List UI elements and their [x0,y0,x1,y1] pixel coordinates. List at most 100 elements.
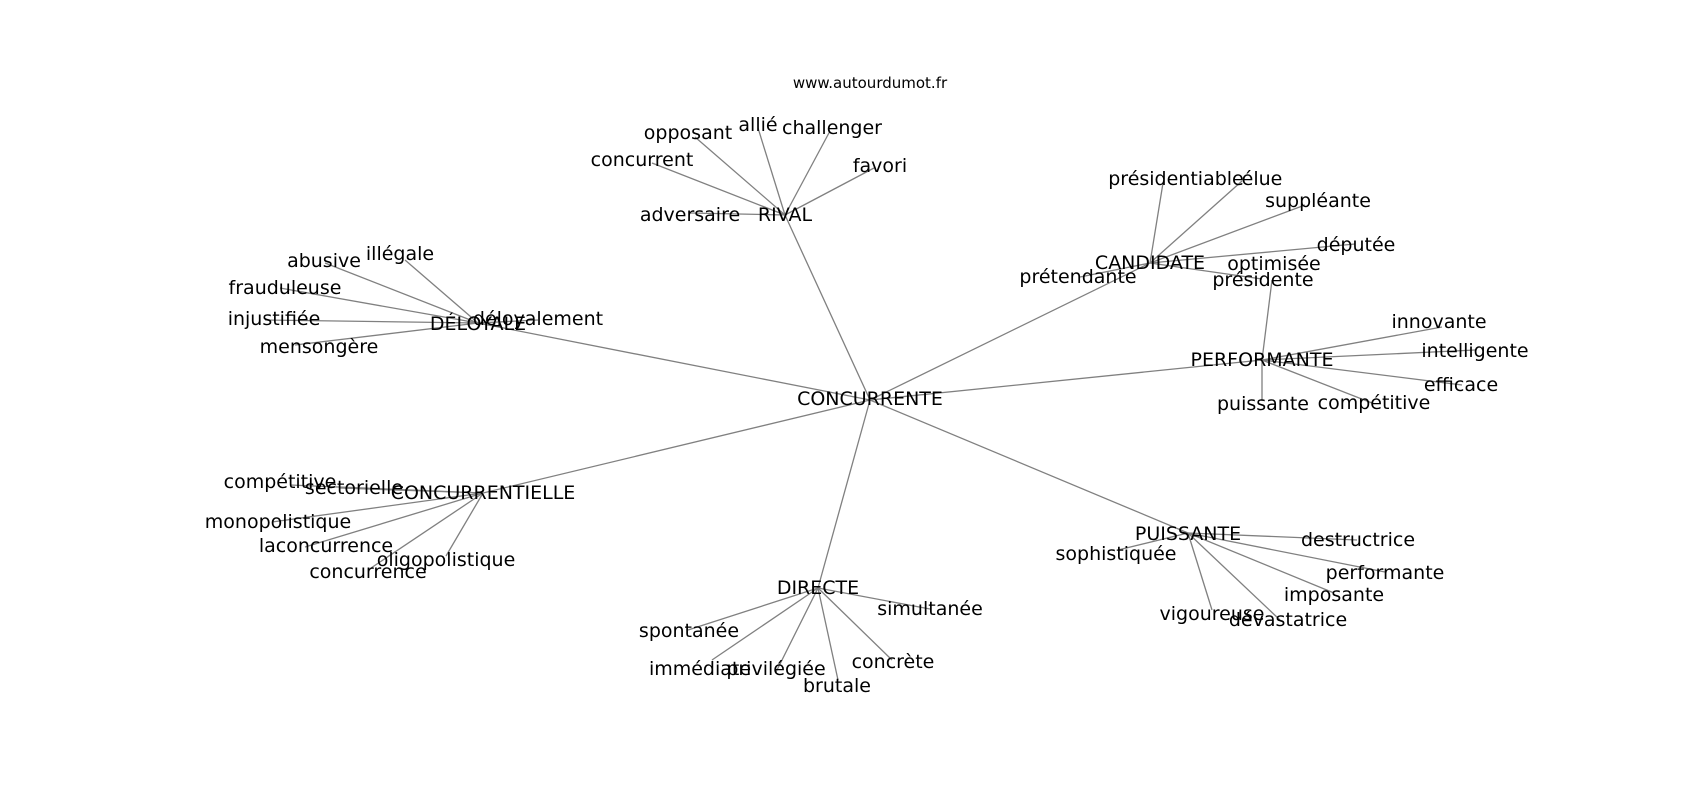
edge-hub-to-word [1187,532,1213,611]
edge-center-to-hub [477,322,871,401]
edge-hub-to-word [294,322,479,346]
hub-word: CONCURRENTIELLE [391,482,576,504]
edge-hub-to-word [711,587,819,661]
edge-hub-to-word [477,319,539,324]
edge-hub-to-word [689,212,786,216]
edge-center-to-hub [784,214,871,401]
edge-hub-to-word [1187,532,1358,541]
edge-hub-to-word [1261,359,1373,404]
hub-word: RIVAL [758,204,813,226]
edge-center-to-hub [869,399,1189,534]
hub-word: PERFORMANTE [1191,349,1334,371]
edge-hub-to-word [1187,532,1386,573]
edge-hub-to-word [694,136,786,216]
source-label: www.autourdumot.fr [793,74,948,92]
leaf-word: imposante [1284,584,1384,606]
edge-center-to-hub [869,359,1263,401]
edge-hub-to-word [651,162,786,216]
hub-word: CANDIDATE [1095,252,1205,274]
hub-word: PUISSANTE [1135,523,1241,545]
leaf-word: performante [1326,562,1445,584]
edge-hub-to-word [1117,532,1189,551]
leaf-word: monopolistique [205,511,351,533]
edge-hub-to-word [1261,279,1273,361]
leaf-word: députée [1317,234,1396,256]
edge-hub-to-word [1149,182,1164,264]
edge-hub-to-word [757,127,786,216]
edge-hub-to-word [271,492,484,523]
leaf-word: compétitive [1318,392,1431,414]
leaf-word: concurrence [309,561,426,583]
edge-hub-to-word [1261,359,1463,386]
edge-hub-to-word [264,319,479,324]
leaf-word: puissante [1217,393,1309,415]
edge-hub-to-word [367,492,484,571]
edge-hub-to-word [817,587,893,661]
leaf-word: sectorielle [305,477,403,499]
leaf-word: abusive [287,250,361,272]
edge-hub-to-word [784,167,875,216]
leaf-word: privilégiée [726,658,825,680]
leaf-word: présidentiable [1108,168,1244,190]
edge-hub-to-word [687,587,819,631]
edge-hub-to-word [1149,204,1306,264]
leaf-word: brutale [803,675,871,697]
graph-edges [264,127,1476,681]
edge-hub-to-word [784,130,831,216]
leaf-word: opposant [644,122,732,144]
leaf-word: optimisée [1227,253,1320,275]
leaf-word: déloyalement [473,308,603,330]
edge-hub-to-word [1079,262,1151,278]
edge-hub-to-word [279,287,479,324]
leaf-word: immédiate [649,658,751,680]
edge-hub-to-word [1187,532,1281,621]
leaf-word: oligopolistique [377,549,516,571]
leaf-word: frauduleuse [229,277,342,299]
edge-hub-to-word [339,487,484,494]
leaf-word: laconcurrence [259,535,393,557]
leaf-word: destructrice [1301,529,1415,551]
leaf-word: élue [1242,168,1283,190]
leaf-word: sophistiquée [1055,543,1176,565]
hub-word: DIRECTE [777,577,859,599]
leaf-word: challenger [782,117,882,139]
leaf-word: adversaire [640,204,740,226]
edge-hub-to-word [1261,326,1443,361]
edge-center-to-hub [869,262,1151,401]
edge-hub-to-word [775,587,819,673]
leaf-word: mensongère [260,336,379,358]
edge-hub-to-word [304,492,484,548]
leaf-word: allié [738,114,777,136]
graph-labels: CONCURRENTE RIVAL adversaire concurrent oppo… [205,114,1529,697]
leaf-word: dévastatrice [1229,609,1347,631]
leaf-word: innovante [1391,311,1486,333]
leaf-word: présidente [1212,269,1313,291]
leaf-word: suppléante [1265,190,1371,212]
edge-center-to-hub [817,399,871,589]
edge-hub-to-word [1261,349,1476,361]
edge-hub-to-word [1149,243,1356,264]
edge-hub-to-word [1149,262,1263,280]
edge-hub-to-word [445,492,484,557]
edge-hub-to-word [817,587,839,681]
edge-hub-to-word [404,259,479,324]
edge-hub-to-word [1149,180,1243,264]
leaf-word: prétendante [1019,266,1136,288]
leaf-word: concrète [852,651,935,673]
leaf-word: compétitive [224,471,337,493]
edge-hub-to-word [817,587,931,610]
edge-hub-to-word [324,262,479,324]
center-word: CONCURRENTE [797,388,943,410]
leaf-word: spontanée [639,620,739,642]
leaf-word: favori [853,155,907,177]
leaf-word: concurrent [591,149,694,171]
hub-word: DÉLOYALE [430,312,526,335]
leaf-word: simultanée [877,598,983,620]
edge-hub-to-word [1187,532,1335,594]
edge-center-to-hub [482,399,871,494]
leaf-word: intelligente [1421,340,1528,362]
leaf-word: efficace [1424,374,1498,396]
leaf-word: injustifiée [228,308,321,330]
leaf-word: illégale [366,243,434,265]
